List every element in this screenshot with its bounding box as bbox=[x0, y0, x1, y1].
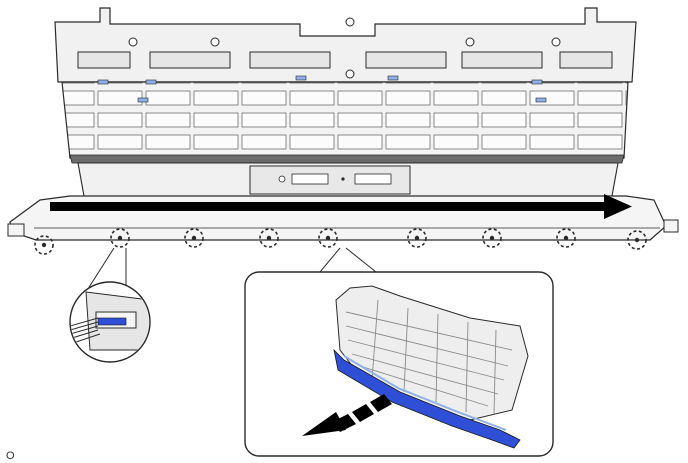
clip-marker bbox=[318, 228, 338, 248]
clip-marker bbox=[407, 228, 427, 248]
inset-grille-perspective bbox=[333, 285, 529, 449]
clip-marker bbox=[556, 228, 576, 248]
clip-detail-hatch bbox=[71, 317, 101, 343]
clip-marker bbox=[482, 228, 502, 248]
removal-inset bbox=[244, 247, 554, 457]
moulding-end-tab-left bbox=[7, 223, 25, 237]
grille-dark-strip bbox=[69, 154, 625, 164]
grille-mesh-body bbox=[61, 81, 629, 159]
clip-marker bbox=[110, 228, 130, 248]
upper-bracket bbox=[54, 7, 637, 83]
upper-bracket-holes bbox=[128, 17, 561, 79]
mesh-blue-tabs bbox=[97, 75, 547, 103]
clip-markers bbox=[34, 228, 647, 255]
moulding-end-tab-right bbox=[663, 219, 679, 233]
license-plate-slot-right bbox=[354, 173, 392, 185]
clip-marker bbox=[627, 230, 647, 250]
lower-panel-center-dot bbox=[341, 177, 345, 181]
dashed-arrow-down-left-icon bbox=[302, 394, 392, 436]
license-plate-slot-left bbox=[291, 173, 329, 185]
corner-label: O bbox=[6, 450, 15, 462]
clip-detail-callout bbox=[69, 247, 151, 363]
clip-marker bbox=[259, 228, 279, 248]
upper-bracket-slots bbox=[77, 51, 613, 69]
arrow-right-icon bbox=[50, 194, 632, 219]
clip-marker-centers bbox=[41, 235, 640, 248]
clip-detail-blue-tab bbox=[97, 317, 127, 326]
lower-panel-hole bbox=[278, 175, 286, 183]
clip-marker bbox=[184, 228, 204, 248]
clip-marker bbox=[34, 235, 54, 255]
